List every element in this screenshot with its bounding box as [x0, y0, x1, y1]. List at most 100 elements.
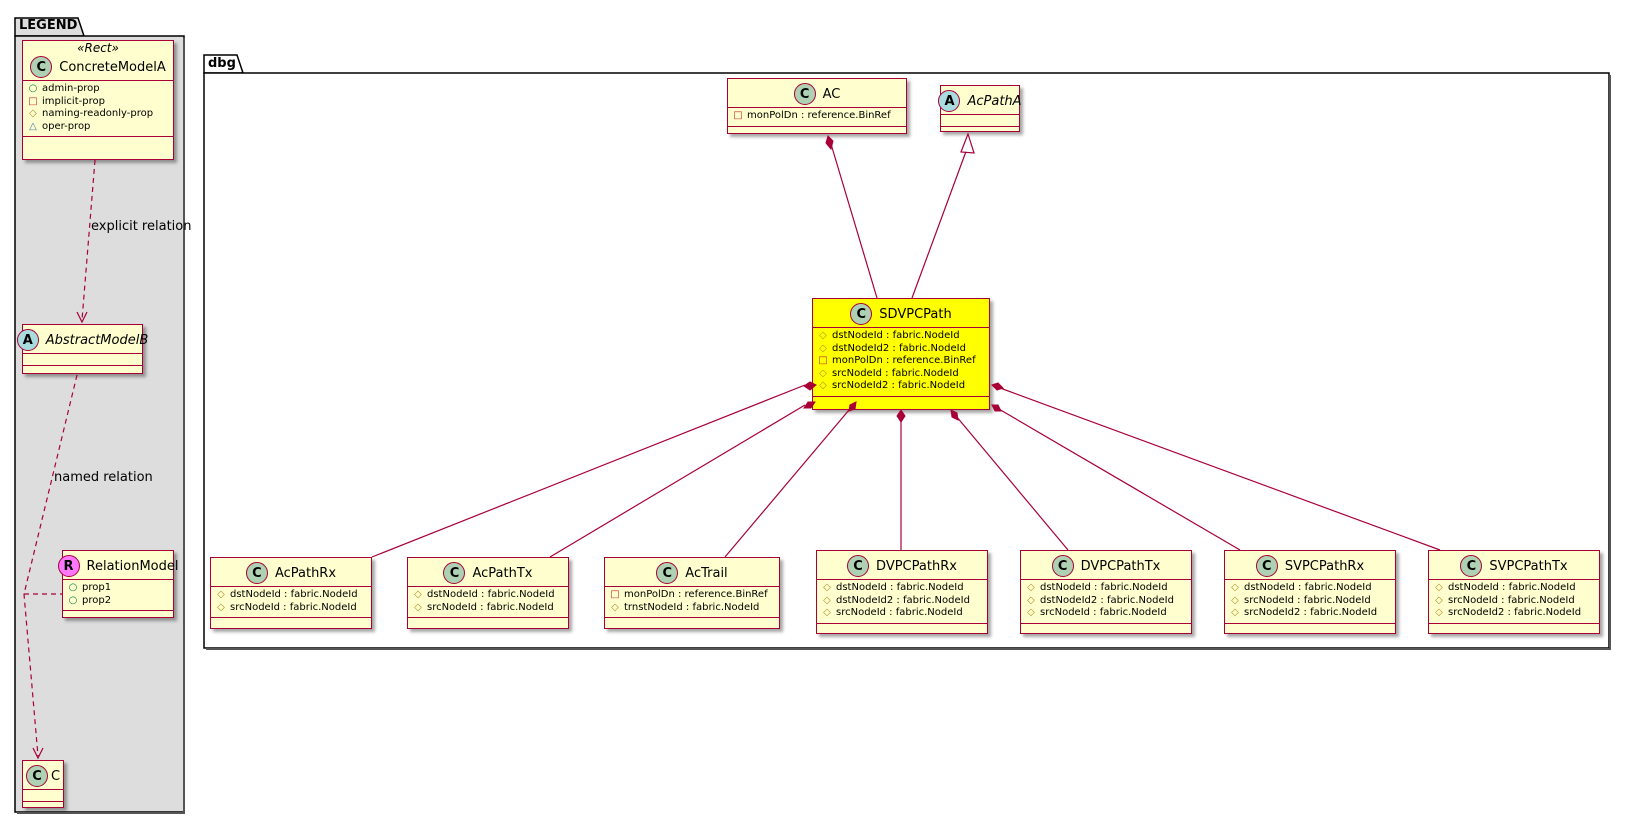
class-name: ConcreteModelA	[59, 59, 166, 75]
protected-icon: ◇	[29, 108, 37, 119]
legend-relation-class[interactable]: R RelationModel ○prop1 ○prop2	[57, 550, 178, 618]
protected-icon: ◇	[823, 582, 831, 593]
class-badge-icon: C	[793, 83, 816, 105]
private-icon: □	[610, 589, 620, 600]
attributes-section: □ monPolDn : reference.BinRef	[728, 107, 906, 126]
attribute-text: dstNodeId : fabric.NodeId	[1040, 582, 1168, 593]
attributes-section	[23, 789, 63, 801]
class-badge-icon: C	[1255, 555, 1278, 577]
abstract-badge-icon: A	[938, 90, 961, 112]
class-name: SVPCPathRx	[1284, 558, 1365, 574]
attribute-text: dstNodeId2 : fabric.NodeId	[1040, 594, 1174, 606]
operations-section	[63, 610, 173, 617]
class-svpcpathtx[interactable]: C SVPCPathTx ◇dstNodeId : fabric.NodeId ◇…	[1428, 550, 1600, 634]
private-icon: □	[733, 110, 743, 121]
protected-icon: ◇	[819, 342, 827, 354]
attribute-text: dstNodeId2 : fabric.NodeId	[836, 594, 970, 606]
class-name: AbstractModelB	[45, 332, 149, 348]
legend-c-class[interactable]: C C	[22, 760, 64, 808]
attribute-row: ◇srcNodeId : fabric.NodeId	[216, 602, 366, 615]
class-svpcpathrx[interactable]: C SVPCPathRx ◇dstNodeId : fabric.NodeId ◇…	[1224, 550, 1396, 634]
attribute-text: srcNodeId : fabric.NodeId	[1040, 607, 1167, 618]
operations-section	[408, 617, 568, 624]
attribute-text: monPolDn : reference.BinRef	[747, 110, 891, 121]
attributes-section: ◇dstNodeId : fabric.NodeId ◇srcNodeId : …	[1225, 579, 1395, 623]
attributes-section: ◇dstNodeId : fabric.NodeId ◇dstNodeId2 :…	[817, 579, 987, 623]
attribute-row: ◇dstNodeId2 : fabric.NodeId	[818, 343, 984, 356]
attribute-text: srcNodeId : fabric.NodeId	[230, 601, 357, 613]
attribute-text: srcNodeId : fabric.NodeId	[427, 601, 554, 613]
attribute-row: △oper-prop	[28, 121, 168, 134]
attributes-section: ◇ dstNodeId : fabric.NodeId ◇ dstNodeId2 :…	[1021, 579, 1191, 623]
operations-section	[1225, 622, 1395, 630]
attribute-row: ◇dstNodeId : fabric.NodeId	[1434, 582, 1594, 595]
class-name: DVPCPathTx	[1080, 558, 1161, 574]
operations-section	[728, 125, 906, 133]
attribute-text: implicit-prop	[42, 95, 105, 107]
class-badge-icon: C	[656, 562, 679, 584]
explicit-relation-label: explicit relation	[91, 219, 192, 234]
attributes-section: ◇dstNodeId : fabric.NodeId ◇ srcNodeId : …	[1429, 579, 1599, 623]
protected-icon: ◇	[414, 589, 422, 600]
protected-icon: ◇	[819, 367, 827, 379]
attribute-row: ◇ srcNodeId2 : fabric.NodeId	[1434, 607, 1594, 620]
package-icon: △	[29, 120, 37, 132]
attributes-section: ○prop1 ○prop2	[63, 579, 173, 610]
class-badge-icon: C	[25, 765, 48, 787]
attribute-row: ◇dstNodeId : fabric.NodeId	[822, 582, 982, 595]
attributes-section: ◇ dstNodeId : fabric.NodeId ◇ srcNodeId : …	[408, 586, 568, 617]
attribute-text: srcNodeId : fabric.NodeId	[832, 367, 959, 379]
operations-section	[813, 395, 989, 403]
protected-icon: ◇	[1027, 594, 1035, 606]
attribute-text: prop2	[82, 594, 112, 606]
legend-concrete-class[interactable]: «Rect» C ConcreteModelA ○admin-prop □imp…	[22, 40, 174, 160]
class-name: SDVPCPath	[879, 306, 952, 322]
protected-icon: ◇	[1435, 607, 1443, 618]
operations-section	[1021, 622, 1191, 630]
attributes-section: ◇dstNodeId : fabric.NodeId ◇srcNodeId : …	[211, 586, 371, 617]
attribute-text: srcNodeId : fabric.NodeId	[1244, 594, 1371, 606]
class-badge-icon: C	[847, 555, 870, 577]
attribute-row: □monPolDn : reference.BinRef	[610, 589, 774, 602]
named-relation-label: named relation	[54, 470, 153, 485]
attribute-text: srcNodeId2 : fabric.NodeId	[1448, 607, 1582, 618]
attribute-row: □ implicit-prop	[28, 96, 168, 109]
attribute-row: ◇ srcNodeId : fabric.NodeId	[1026, 607, 1186, 620]
protected-icon: ◇	[1027, 607, 1035, 618]
class-dvpcpathtx[interactable]: C DVPCPathTx ◇ dstNodeId : fabric.NodeId ◇…	[1020, 550, 1192, 634]
operations-section	[23, 365, 142, 372]
class-name: AcPathTx	[472, 565, 533, 581]
operations-section	[211, 617, 371, 624]
attribute-text: trnstNodeId : fabric.NodeId	[624, 601, 760, 613]
attributes-section: □monPolDn : reference.BinRef ◇trnstNodeI…	[605, 586, 779, 617]
attribute-row: ◇dstNodeId : fabric.NodeId	[216, 589, 366, 602]
protected-icon: ◇	[414, 601, 422, 613]
attribute-text: dstNodeId : fabric.NodeId	[1244, 582, 1372, 593]
class-name: SVPCPathTx	[1489, 558, 1568, 574]
legend-abstract-class[interactable]: A AbstractModelB	[16, 324, 148, 374]
attribute-row: ◇ srcNodeId : fabric.NodeId	[818, 368, 984, 381]
class-name: RelationModel	[86, 558, 179, 574]
attribute-text: dstNodeId : fabric.NodeId	[230, 589, 358, 600]
attribute-text: srcNodeId : fabric.NodeId	[1448, 594, 1575, 606]
protected-icon: ◇	[819, 380, 827, 391]
class-badge-icon: C	[1051, 555, 1074, 577]
public-icon: ○	[68, 582, 78, 593]
operations-section	[23, 801, 63, 808]
public-icon: ○	[68, 594, 78, 606]
attributes-section: ○admin-prop □implicit-prop ◇naming-reado…	[23, 80, 173, 136]
public-icon: ○	[28, 83, 38, 94]
class-name: C	[50, 768, 61, 784]
attribute-row: ◇dstNodeId2 : fabric.NodeId	[822, 595, 982, 608]
attribute-text: dstNodeId : fabric.NodeId	[427, 589, 555, 600]
private-icon: □	[28, 95, 38, 107]
class-badge-icon: C	[1460, 555, 1483, 577]
attributes-section	[941, 114, 1019, 126]
